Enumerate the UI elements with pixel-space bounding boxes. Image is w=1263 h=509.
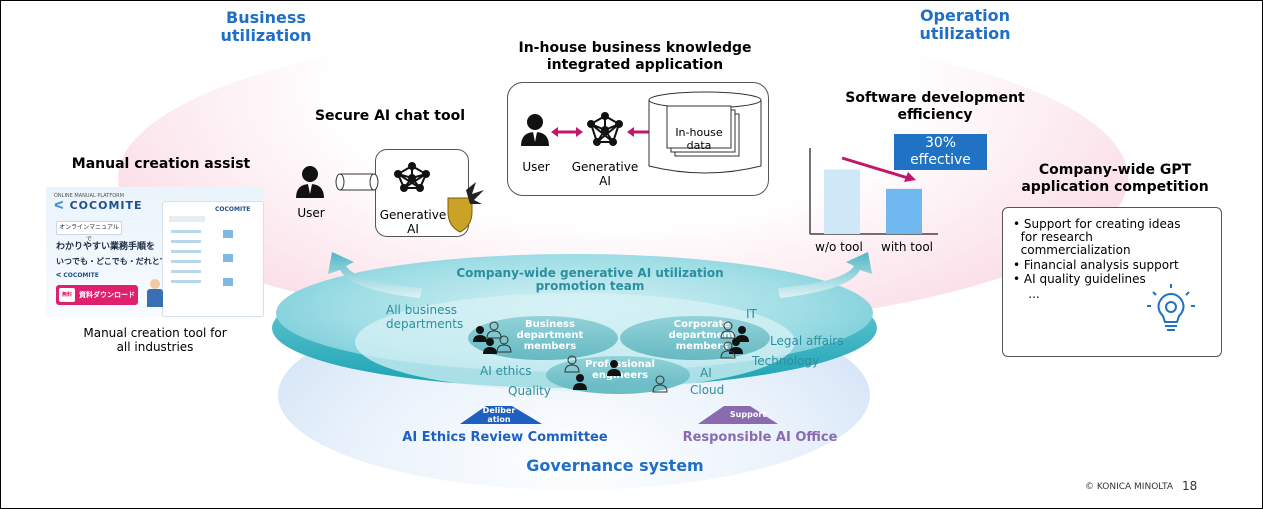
software-title: Software development efficiency <box>845 90 1025 123</box>
download-label: 資料ダウンロード <box>79 291 135 299</box>
governance-title: Governance system <box>526 456 704 475</box>
brand-text: COCOMITE <box>69 199 143 212</box>
chip-label: オンラインマニュアルで <box>56 221 122 243</box>
ethics-committee-label: AI Ethics Review Committee <box>402 430 608 445</box>
page-number: 18 <box>1182 479 1198 493</box>
gpt-title: Company-wide GPT application competition <box>1021 162 1209 195</box>
mock-app-window: COCOMITE <box>162 201 264 317</box>
inhouse-user-icon <box>521 114 549 146</box>
inhouse-ai-label: Generative AI <box>571 160 639 188</box>
business-members-label: Business department members <box>516 319 584 352</box>
person-icon <box>473 326 749 390</box>
cocomite-small-icon: ᐸ <box>56 272 64 279</box>
presenter-illustration-icon <box>144 279 166 309</box>
shield-icon <box>447 182 484 233</box>
manual-assist-title: Manual creation assist <box>71 156 251 172</box>
responsible-office-label: Responsible AI Office <box>682 430 838 445</box>
upward-arrows <box>328 252 872 298</box>
brand-label: ᐸ COCOMITE <box>54 199 143 212</box>
business-utilization-heading: Business utilization <box>220 8 312 45</box>
person-outline-icon <box>486 321 736 393</box>
chat-tool-graphic <box>296 162 484 233</box>
label-all-business: All business departments <box>386 303 464 331</box>
bar-with-tool <box>886 188 922 234</box>
deliberation-arrow-icon <box>460 406 542 424</box>
efficiency-chart <box>809 148 938 235</box>
operation-utilization-heading: Operation utilization <box>919 6 1011 43</box>
chat-tool-title: Secure AI chat tool <box>314 108 466 124</box>
free-badge: 無料 <box>59 288 75 302</box>
gpt-item-4: ... <box>1013 287 1040 301</box>
database-icon <box>648 91 762 174</box>
download-button[interactable]: 無料資料ダウンロード <box>56 285 138 305</box>
line1-text: わかりやすい業務手順を <box>56 242 156 252</box>
label-ai: AI <box>700 366 712 380</box>
cocomite-logo-icon: ᐸ <box>54 199 65 212</box>
team-people-icons <box>473 321 749 393</box>
secure-pipe-icon <box>335 173 379 191</box>
deliberation-label: Deliber ation <box>482 406 516 424</box>
chat-user-label: User <box>297 206 325 220</box>
window-brand: COCOMITE <box>215 206 251 213</box>
manual-caption: Manual creation tool for all industries <box>83 326 227 354</box>
cocomite-screenshot: ONLINE MANUAL PLATFORM ᐸ COCOMITE オンラインマ… <box>46 187 264 317</box>
support-label: Support <box>729 410 767 419</box>
gpt-item-1: • Support for creating ideas for researc… <box>1013 217 1181 257</box>
chat-ai-label: Generative AI <box>379 208 447 236</box>
inhouse-data-label: In-house data <box>675 126 723 152</box>
gpt-box: • Support for creating ideas for researc… <box>1002 207 1222 357</box>
label-ai-ethics: AI ethics <box>480 364 532 378</box>
arrow-to-business-icon <box>328 252 422 298</box>
chat-neural-net-icon <box>394 162 430 192</box>
magenta-arrow-left-icon <box>551 127 583 137</box>
gpt-item-2: • Financial analysis support <box>1013 258 1179 272</box>
support-arrow-icon <box>698 406 778 424</box>
lightbulb-gear-icon <box>1147 284 1195 331</box>
platform-label: ONLINE MANUAL PLATFORM <box>54 193 124 199</box>
copyright: © KONICA MINOLTA <box>1085 482 1174 492</box>
gpt-item-3: • AI quality guidelines <box>1013 272 1146 286</box>
chat-user-icon <box>296 166 324 198</box>
label-technology: Technology <box>752 354 820 368</box>
label-it: IT <box>746 307 757 321</box>
category-with-tool: with tool <box>881 240 933 254</box>
arrow-to-operation-icon <box>778 252 872 298</box>
label-legal: Legal affairs <box>770 334 844 348</box>
team-title: Company-wide generative AI utilization p… <box>456 266 724 293</box>
corporate-members-label: Corporate department members <box>668 319 736 352</box>
label-cloud: Cloud <box>690 383 725 397</box>
bar-wo-tool <box>824 169 860 234</box>
brand-small: ᐸ COCOMITE <box>56 272 99 279</box>
inhouse-neural-net-icon <box>587 112 623 146</box>
inhouse-user-label: User <box>522 160 550 174</box>
label-quality: Quality <box>508 384 551 398</box>
governance-arrows <box>460 406 778 424</box>
inhouse-graphic <box>521 91 762 174</box>
effective-badge: 30% effective <box>894 134 987 170</box>
decrease-arrow-icon <box>841 156 916 182</box>
line2-text: いつでも・どこでも・だれとでも <box>56 257 176 266</box>
category-wo-tool: w/o tool <box>815 240 863 254</box>
inhouse-title: In-house business knowledge integrated a… <box>518 40 752 73</box>
